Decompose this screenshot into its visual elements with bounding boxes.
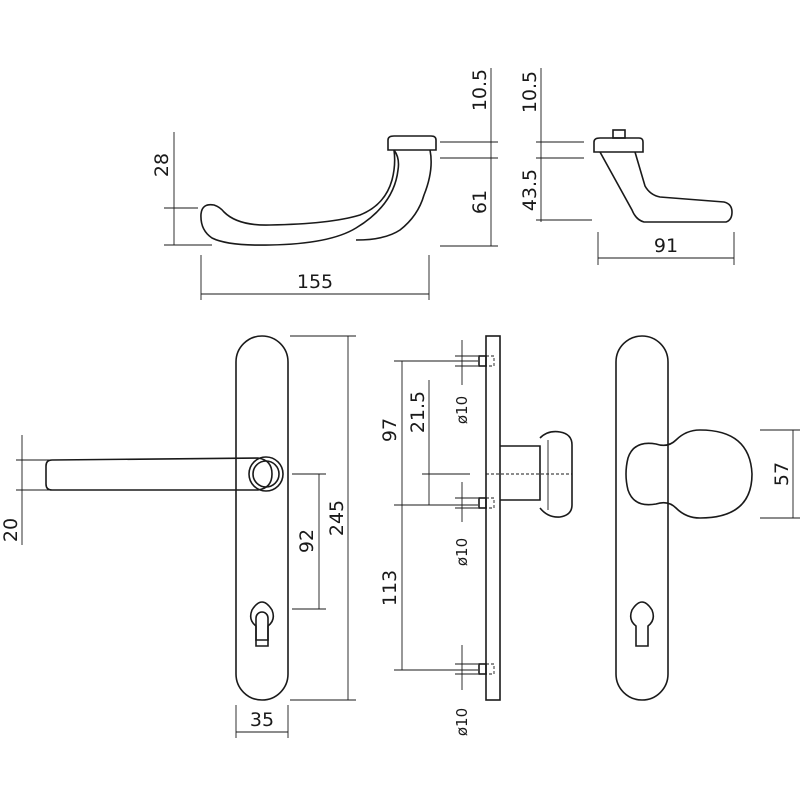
plate-side-view — [478, 335, 573, 701]
dim-92-245: 92 245 — [290, 335, 356, 701]
dim-97-label: 97 — [379, 418, 401, 442]
dim-10-5-label: 10.5 — [469, 69, 491, 111]
dim-61-label: 61 — [469, 190, 491, 214]
dim-side-10-5-label: 10.5 — [519, 71, 541, 113]
dim-20: 20 — [0, 435, 60, 545]
dim-28-label: 28 — [151, 153, 173, 177]
dim-hole-bottom-label: ø10 — [453, 708, 471, 736]
dim-21-5-label: 21.5 — [407, 391, 429, 433]
dim-28: 28 — [151, 132, 212, 246]
backplate-knob-view — [615, 335, 753, 701]
dim-35: 35 — [235, 705, 289, 738]
dim-hole-top-label: ø10 — [453, 396, 471, 424]
dim-155-label: 155 — [297, 271, 333, 293]
dim-92-label: 92 — [296, 529, 318, 553]
dim-hole-mid-label: ø10 — [453, 538, 471, 566]
lever-top-view — [200, 135, 437, 246]
dim-91-label: 91 — [654, 235, 678, 257]
dim-10-5-61: 10.5 61 — [440, 68, 498, 247]
dim-245-label: 245 — [326, 500, 348, 536]
dim-57: 57 — [760, 429, 800, 519]
dim-155: 155 — [200, 255, 430, 300]
backplate-lever-view — [45, 335, 289, 701]
dim-57-label: 57 — [771, 462, 793, 486]
dim-113-label: 113 — [379, 570, 401, 606]
dim-middle: 97 113 21.5 ø10 ø10 ø10 — [379, 340, 478, 736]
lever-side-view — [593, 129, 733, 223]
dim-20-label: 20 — [0, 518, 22, 542]
dim-43-5-label: 43.5 — [519, 169, 541, 211]
dim-side: 10.5 43.5 91 — [519, 68, 735, 265]
dim-35-label: 35 — [250, 709, 274, 731]
